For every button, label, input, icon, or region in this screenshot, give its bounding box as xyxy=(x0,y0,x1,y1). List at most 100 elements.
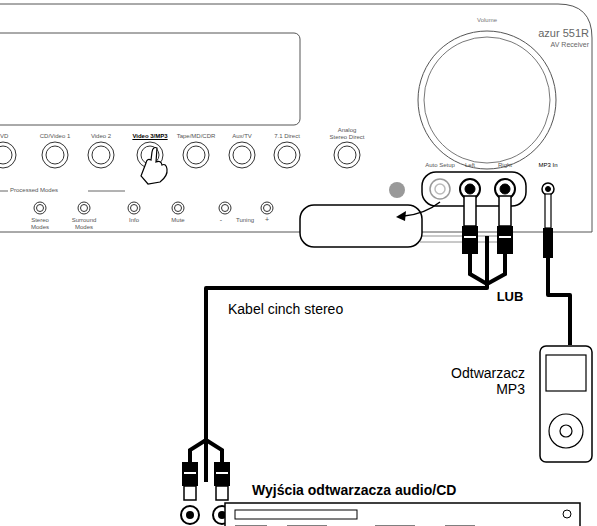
drawing-part xyxy=(497,226,513,254)
drawing-part xyxy=(216,472,228,474)
drawing-part xyxy=(500,184,510,194)
panel-label: Video 3/MP3 xyxy=(132,133,167,140)
panel-label: Tape/MD/CDR xyxy=(177,133,216,140)
drawing-part xyxy=(187,146,205,164)
drawing-part xyxy=(499,196,511,226)
drawing-part xyxy=(300,205,422,247)
or-label: LUB xyxy=(497,290,524,305)
drawing-part xyxy=(216,486,228,500)
drawing-part xyxy=(264,205,271,212)
drawing-part xyxy=(424,37,550,163)
mode-buttons xyxy=(0,191,273,214)
panel-label: CD/Video 1 xyxy=(40,133,71,140)
drawing-part xyxy=(46,146,64,164)
panel-label: Processed Modes xyxy=(10,187,58,194)
source-buttons xyxy=(0,142,360,168)
drawing-part xyxy=(0,4,592,232)
drawing-part xyxy=(81,205,88,212)
drawing-part xyxy=(184,472,196,474)
panel-label: - xyxy=(220,216,222,224)
panel-label: 7.1 Direct xyxy=(274,133,300,140)
drawing-part xyxy=(334,142,360,168)
receiver-panel xyxy=(0,4,592,232)
panel-label: Auto Setup xyxy=(425,162,455,169)
drawing-part xyxy=(92,146,110,164)
drawing-part xyxy=(338,146,356,164)
drawing-part xyxy=(34,202,46,214)
cable-label: Kabel cinch stereo xyxy=(226,301,345,317)
drawing-part xyxy=(181,506,199,524)
mini-jack-plug xyxy=(543,194,553,272)
drawing-part xyxy=(430,179,450,199)
drawing-part xyxy=(219,202,231,214)
drawing-part xyxy=(396,211,406,221)
node-title: azur 551R xyxy=(538,27,589,40)
panel-label: Aux/TV xyxy=(232,133,252,140)
panel-label: Info xyxy=(129,217,139,224)
drawing-part xyxy=(464,236,476,238)
drawing-part xyxy=(37,205,44,212)
player-screen xyxy=(546,355,586,391)
drawing-part xyxy=(190,440,222,462)
drawing-part xyxy=(172,202,184,214)
panel-label: + xyxy=(265,216,269,224)
drawing-part xyxy=(186,511,194,519)
drawing-part xyxy=(214,462,230,486)
drawing-part xyxy=(131,205,138,212)
cd-player: Wyjścia odtwarzacza audio/CD xyxy=(175,482,597,526)
panel-label: Video 2 xyxy=(91,133,111,140)
disc-tray xyxy=(235,510,357,519)
drawing-part xyxy=(128,202,140,214)
panel-label: Analog Stereo Direct xyxy=(329,127,365,141)
volume-knob xyxy=(418,31,556,169)
drawing-part xyxy=(222,205,229,212)
drawing-part xyxy=(42,142,68,168)
drawing-part xyxy=(88,142,114,168)
rca-plugs-receiver xyxy=(462,196,513,284)
drawing-part xyxy=(261,202,273,214)
panel-label: Mute xyxy=(171,217,184,224)
panel-label: VD xyxy=(0,133,8,140)
panel-label: Left xyxy=(465,162,475,169)
player-case xyxy=(540,346,592,462)
mp3-player-body xyxy=(430,345,597,465)
panel-label: Surround Modes xyxy=(69,217,99,231)
drawing-part xyxy=(404,202,440,216)
power-button xyxy=(563,510,571,518)
drawing-part xyxy=(0,146,12,164)
drawing-part xyxy=(183,142,209,168)
panel-label: MP3 In xyxy=(538,162,557,169)
panel-label: Volume xyxy=(477,17,497,24)
drawing-part xyxy=(175,205,182,212)
hand-pointer xyxy=(141,148,167,185)
drawing-part xyxy=(545,194,551,228)
drawing-part xyxy=(141,148,167,185)
cd-case xyxy=(225,503,580,526)
drawing-part xyxy=(229,142,255,168)
drawing-part xyxy=(78,202,90,214)
drawing-part xyxy=(470,254,505,284)
drawing-part xyxy=(543,228,553,258)
drawing-part xyxy=(0,142,16,168)
drawing-part xyxy=(499,236,511,238)
node-subtitle: AV Receiver xyxy=(551,41,589,49)
drawing-part xyxy=(0,33,300,125)
drawing-part xyxy=(182,462,198,486)
panel-label: Tuning xyxy=(236,217,254,224)
drawing-part xyxy=(547,258,550,272)
mp3-player: Odtwarzacz MP3 xyxy=(430,345,597,465)
node-title: Odtwarzacz MP3 xyxy=(429,365,525,397)
drawing-part xyxy=(465,184,475,194)
drawing-part xyxy=(462,226,478,254)
receiver-panel: azur 551RAV Receiver xyxy=(0,0,597,236)
cable xyxy=(206,236,487,482)
wheel-button xyxy=(560,425,572,437)
drawing-part xyxy=(542,183,554,195)
node-title: Wyjścia odtwarzacza audio/CD xyxy=(252,482,456,498)
drawing-part xyxy=(274,142,300,168)
drawing-part xyxy=(418,31,556,169)
drawing-part xyxy=(546,187,551,192)
